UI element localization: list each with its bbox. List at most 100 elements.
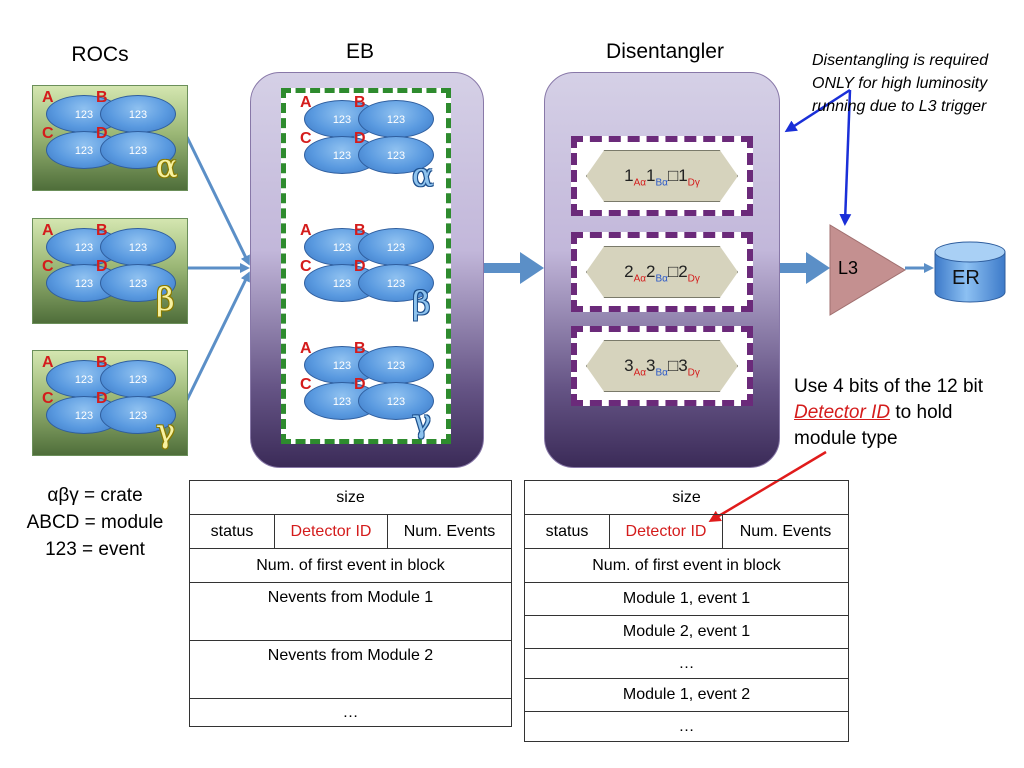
roc-module-label: B	[96, 354, 108, 371]
eb-module-label: C	[300, 376, 312, 393]
roc-module-label: A	[42, 222, 54, 239]
dis-status-cell: status	[524, 514, 610, 549]
roc-crate-label: β	[156, 280, 175, 318]
roc-module-label: C	[42, 390, 54, 407]
dis-first-event-cell: Num. of first event in block	[524, 548, 849, 583]
roc-module-label: D	[96, 125, 108, 142]
dis-num-events-cell: Num. Events	[722, 514, 849, 549]
event-number: 2	[646, 262, 656, 281]
eb-module-label: D	[354, 376, 366, 393]
roc-crate-label: γ	[156, 412, 176, 450]
eb-num-events-cell: Num. Events	[387, 514, 512, 549]
eb-event-ellipse: 123	[358, 264, 434, 302]
er-label: ER	[952, 267, 980, 289]
event-sub-b: Bα	[655, 367, 668, 379]
note-pointer-arrow-l3	[839, 89, 852, 226]
eb-ellipsis-row: …	[189, 698, 512, 727]
eb-module-label: B	[354, 340, 366, 357]
dis-ellipsis-row: …	[524, 648, 849, 679]
bits-line-2-rest: to hold	[890, 402, 953, 423]
event-number: 2	[624, 262, 634, 281]
arrow-roc-alpha	[185, 136, 250, 266]
eb-module-label: D	[354, 258, 366, 275]
bits-line-1: Use 4 bits of the 12 bit	[794, 376, 984, 397]
detector-id-highlight: Detector ID	[794, 402, 891, 423]
eb-crate-label: α	[412, 156, 434, 194]
event-mid: □3	[667, 356, 688, 375]
disentangler-heading: Disentangler	[606, 40, 724, 63]
arrow-eb-disentangler	[482, 252, 544, 284]
l3-label: L3	[838, 258, 859, 278]
note-pointer-arrow	[784, 88, 851, 133]
eb-heading: EB	[345, 40, 374, 63]
disentangler-block-table: size status Detector ID Num. Events Num.…	[524, 480, 849, 742]
event-mid: □1	[667, 166, 688, 185]
eb-crate-label: β	[412, 284, 431, 322]
dis-module-row: Module 1, event 1	[524, 582, 849, 616]
legend-crate: αβγ = crate	[47, 485, 143, 506]
roc-module-label: A	[42, 354, 54, 371]
disentangled-event: 3Aα3Bα□3Dγ	[586, 340, 738, 392]
eb-module-label: B	[354, 94, 366, 111]
eb-module-label: A	[300, 94, 312, 111]
eb-event-ellipse: 123	[358, 346, 434, 384]
eb-event-ellipse: 123	[358, 136, 434, 174]
roc-event-ellipse: 123	[100, 228, 176, 266]
bits-line-2: Detector ID to hold	[794, 400, 1022, 426]
event-sub-b: Bα	[655, 273, 668, 285]
roc-module-label: B	[96, 222, 108, 239]
event-sub-d: Dγ	[687, 273, 700, 285]
legend-event: 123 = event	[45, 539, 145, 560]
roc-module-label: A	[42, 89, 54, 106]
roc-module-label: C	[42, 125, 54, 142]
event-sub-d: Dγ	[687, 177, 700, 189]
note-line-3: running due to L3 trigger	[812, 98, 987, 115]
l3-triangle	[829, 224, 906, 316]
eb-status-cell: status	[189, 514, 275, 549]
disentangling-note: Disentangling is required ONLY for high …	[812, 49, 1024, 118]
eb-module-label: C	[300, 130, 312, 147]
roc-event-ellipse: 123	[100, 264, 176, 302]
eb-event-ellipse: 123	[358, 228, 434, 266]
note-line-1: Disentangling is required	[812, 52, 989, 69]
arrow-roc-gamma	[185, 271, 250, 401]
dis-ellipsis-row: …	[524, 711, 849, 742]
disentangled-event: 1Aα1Bα□1Dγ	[586, 150, 738, 202]
event-number: 3	[646, 356, 656, 375]
roc-module-label: D	[96, 258, 108, 275]
event-number: 3	[624, 356, 634, 375]
eb-detector-id-cell: Detector ID	[274, 514, 388, 549]
roc-event-ellipse: 123	[100, 131, 176, 169]
roc-module-label: B	[96, 89, 108, 106]
disentangled-event: 2Aα2Bα□2Dγ	[586, 246, 738, 298]
eb-module-label: C	[300, 258, 312, 275]
event-mid: □2	[667, 262, 688, 281]
event-sub-d: Dγ	[687, 367, 700, 379]
bits-line-3: module type	[794, 428, 898, 449]
dis-detector-id-cell: Detector ID	[609, 514, 723, 549]
roc-event-ellipse: 123	[100, 95, 176, 133]
event-sub-a: Aα	[633, 273, 647, 285]
dis-size-cell: size	[524, 480, 849, 515]
rocs-heading: ROCs	[71, 43, 129, 66]
event-sub-a: Aα	[633, 367, 647, 379]
eb-module-label: A	[300, 340, 312, 357]
eb-module-label: D	[354, 130, 366, 147]
note-line-2: ONLY for high luminosity	[812, 75, 988, 92]
eb-event-ellipse: 123	[358, 100, 434, 138]
roc-event-ellipse: 123	[100, 360, 176, 398]
eb-first-event-cell: Num. of first event in block	[189, 548, 512, 583]
eb-size-cell: size	[189, 480, 512, 515]
roc-crate-label: α	[156, 147, 178, 185]
eb-block-table: size status Detector ID Num. Events Num.…	[189, 480, 512, 727]
dis-module-row: Module 2, event 1	[524, 615, 849, 649]
roc-event-ellipse: 123	[100, 396, 176, 434]
event-sub-b: Bα	[655, 177, 668, 189]
eb-event-ellipse: 123	[358, 382, 434, 420]
arrow-disentangler-l3	[778, 252, 830, 284]
legend-module: ABCD = module	[26, 512, 164, 533]
eb-crate-label: γ	[412, 402, 432, 440]
roc-module-label: D	[96, 390, 108, 407]
er-cylinder	[934, 241, 1006, 303]
